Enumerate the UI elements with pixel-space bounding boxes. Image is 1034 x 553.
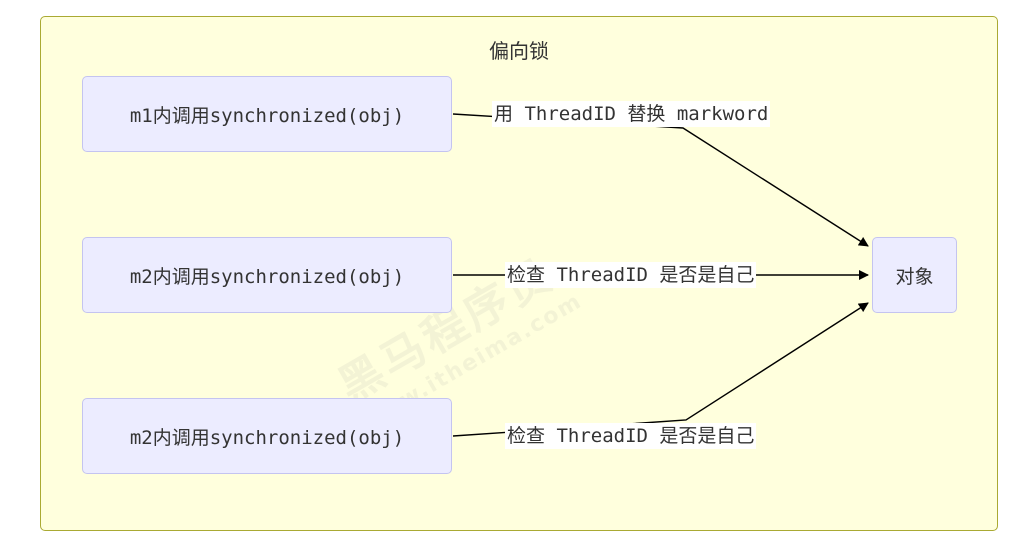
edge-label-check-threadid-a: 检查 ThreadID 是否是自己 [505,262,757,288]
edge-label-check-threadid-b: 检查 ThreadID 是否是自己 [505,423,757,449]
node-object-label: 对象 [895,265,934,288]
node-m1-label: m1内调用synchronized(obj) [129,104,405,127]
node-object: 对象 [872,237,957,313]
node-m2a-label: m2内调用synchronized(obj) [129,265,405,288]
node-m2-sync-a: m2内调用synchronized(obj) [82,237,452,313]
node-m2-sync-b: m2内调用synchronized(obj) [82,398,452,474]
edge-label-replace-markword: 用 ThreadID 替换 markword [492,101,771,127]
node-m1-sync: m1内调用synchronized(obj) [82,76,452,152]
cluster-title: 偏向锁 [489,39,549,63]
node-m2b-label: m2内调用synchronized(obj) [129,426,405,449]
